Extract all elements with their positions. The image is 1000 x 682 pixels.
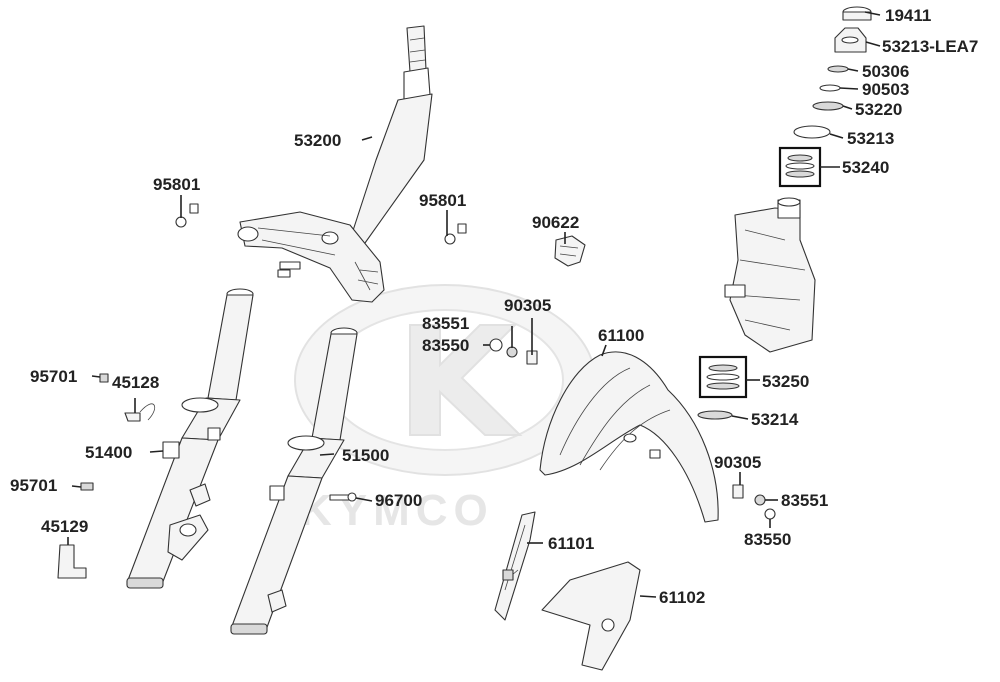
part-label-50306: 50306	[862, 62, 909, 81]
steering-stem-53200-drawing	[237, 25, 433, 303]
part-label-83551-upper: 83551	[422, 314, 469, 333]
part-label-51500: 51500	[342, 446, 389, 465]
lower-bearing-drawing	[697, 355, 748, 420]
part-label-53213-lea7: 53213-LEA7	[882, 37, 978, 56]
frame-section-drawing	[724, 197, 816, 353]
part-label-51400: 51400	[85, 443, 132, 462]
part-label-95701-upper: 95701	[30, 367, 77, 386]
part-label-83550-upper: 83550	[422, 336, 469, 355]
part-label-95701-lower: 95701	[10, 476, 57, 495]
part-label-45128: 45128	[112, 373, 159, 392]
part-label-53213: 53213	[847, 129, 894, 148]
part-label-95801-left: 95801	[153, 175, 200, 194]
watermark-text: KYMCO	[300, 486, 494, 535]
part-label-83550-lower: 83550	[744, 530, 791, 549]
left-fork-51400-drawing	[126, 288, 254, 589]
part-label-61102: 61102	[659, 588, 705, 607]
part-label-90503: 90503	[862, 80, 909, 99]
front-fender-61100-drawing	[539, 351, 719, 523]
part-label-90305-lower: 90305	[714, 453, 761, 472]
part-label-61101: 61101	[548, 534, 594, 553]
side-panels-drawing	[494, 511, 641, 671]
part-label-19411: 19411	[885, 6, 931, 25]
part-label-53240: 53240	[842, 158, 889, 177]
part-label-83551-lower: 83551	[781, 491, 828, 510]
bearing-box-53250	[698, 355, 748, 399]
part-label-45129: 45129	[41, 517, 88, 536]
part-label-53220: 53220	[855, 100, 902, 119]
hardware-drawings	[57, 203, 776, 579]
part-label-53214: 53214	[751, 410, 799, 429]
part-label-90305-upper: 90305	[504, 296, 551, 315]
part-label-90622: 90622	[532, 213, 579, 232]
headset-stack-drawing	[778, 6, 872, 188]
leader-lines	[67, 11, 881, 598]
part-label-61100: 61100	[598, 326, 644, 345]
right-fork-51500-drawing	[230, 327, 358, 635]
part-label-95801-middle: 95801	[419, 191, 466, 210]
part-label-96700: 96700	[375, 491, 422, 510]
part-label-53250: 53250	[762, 372, 809, 391]
part-label-53200: 53200	[294, 131, 341, 150]
part-labels: 19411 53213-LEA7 50306 90503 53220 53213…	[10, 6, 978, 607]
kymco-watermark: KYMCO	[294, 284, 596, 535]
